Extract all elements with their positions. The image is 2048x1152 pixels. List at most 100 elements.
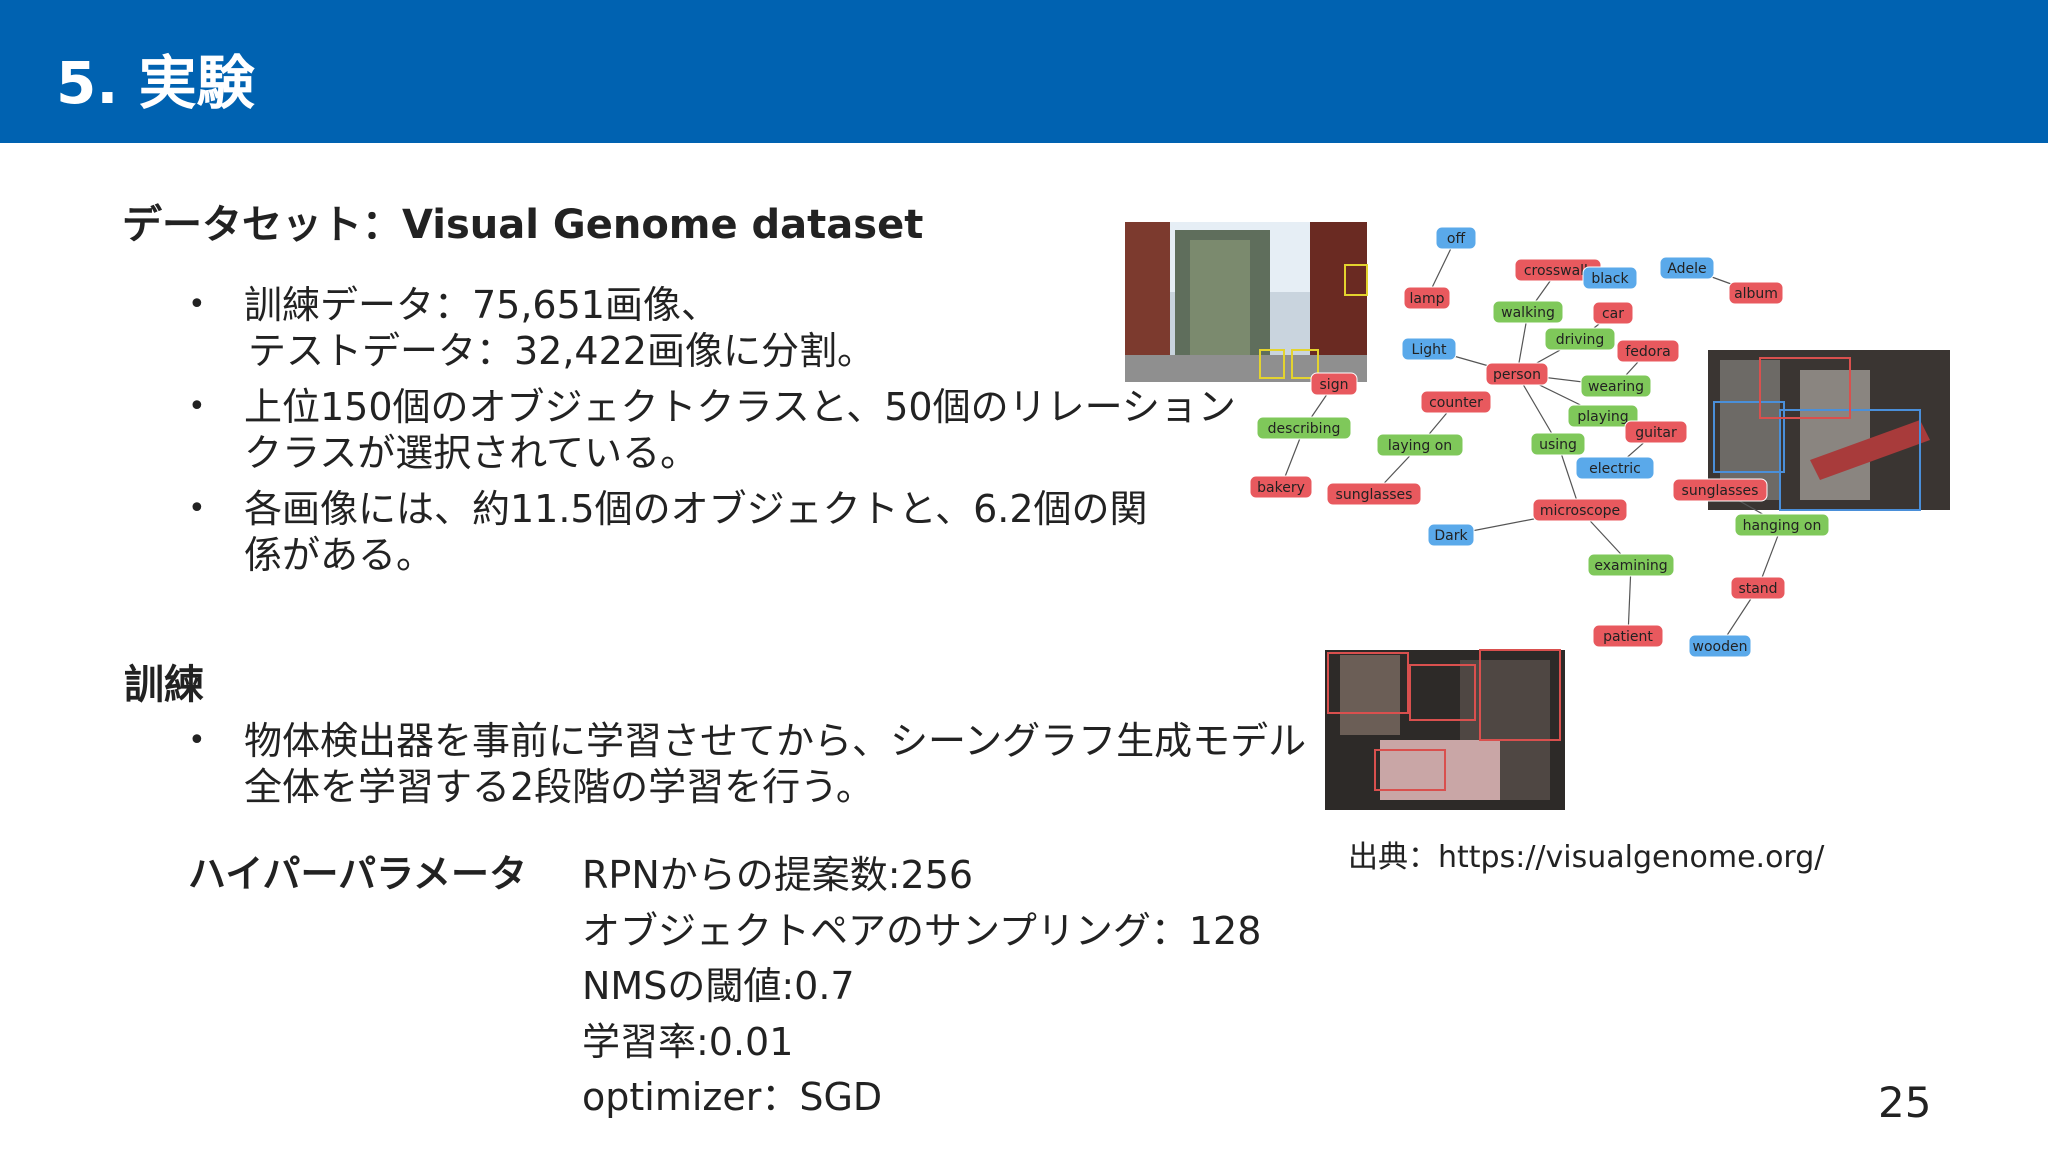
graph-node: lamp <box>1403 286 1451 310</box>
dataset-bullet: 訓練データ：75,651画像、 テストデータ：32,422画像に分割。 <box>188 282 1088 374</box>
dataset-bullet: 各画像には、約11.5個のオブジェクトと、6.2個の関 係がある。 <box>188 486 1148 578</box>
graph-node-label: sunglasses <box>1682 483 1759 499</box>
graph-node-label: Dark <box>1434 528 1468 544</box>
bullet-line: 上位150個のオブジェクトクラスと、50個のリレーション <box>244 385 1236 429</box>
graph-node-label: bakery <box>1257 480 1305 496</box>
graph-node-box <box>1688 634 1752 658</box>
graph-node-box <box>1624 420 1688 444</box>
dataset-bullet-list: 訓練データ：75,651画像、 テストデータ：32,422画像に分割。 上位15… <box>188 282 1236 588</box>
graph-node: examining <box>1587 553 1675 577</box>
graph-node-box <box>1616 339 1680 363</box>
graph-node-box <box>1420 390 1492 414</box>
graph-node-box <box>1592 301 1634 325</box>
graph-node-box <box>1734 513 1830 537</box>
graph-node-label: microscope <box>1540 503 1620 519</box>
graph-node: Adele <box>1659 256 1715 280</box>
graph-node: laying on <box>1376 433 1464 457</box>
bullet-line: 物体検出器を事前に学習させてから、シーングラフ生成モデル <box>244 719 1307 763</box>
hyperparameter-item: RPNからの提案数:256 <box>582 853 974 897</box>
graph-node-box <box>1326 482 1422 506</box>
graph-node: wooden <box>1688 634 1752 658</box>
bullet-line: 訓練データ：75,651画像、 <box>244 283 719 327</box>
graph-node-label: crosswalk <box>1524 263 1593 279</box>
guitarist-photo <box>1708 350 1950 511</box>
graph-node-box <box>1435 226 1477 250</box>
graph-node-box <box>1310 372 1358 396</box>
training-bullet: 物体検出器を事前に学習させてから、シーングラフ生成モデル 全体を学習する2段階の… <box>188 718 1307 810</box>
graph-node-box <box>1659 256 1715 280</box>
figure-caption: 出典：https://visualgenome.org/ <box>1348 840 1825 875</box>
graph-node: Light <box>1401 337 1457 361</box>
graph-node-label: car <box>1602 306 1624 322</box>
graph-node: hanging on <box>1734 513 1830 537</box>
graph-edge <box>1516 373 1559 445</box>
graph-node-label: using <box>1539 437 1577 453</box>
dataset-heading: データセット：Visual Genome dataset <box>122 202 924 248</box>
graph-node-label: fedora <box>1625 344 1670 360</box>
graph-node-label: wearing <box>1588 379 1644 395</box>
bullet-line: 各画像には、約11.5個のオブジェクトと、6.2個の関 <box>244 487 1148 531</box>
graph-node: off <box>1435 226 1477 250</box>
graph-node-label: person <box>1493 367 1541 383</box>
graph-node: sign <box>1310 372 1358 396</box>
graph-node-label: wooden <box>1693 639 1748 655</box>
graph-node-box <box>1587 553 1675 577</box>
graph-node: Dark <box>1427 523 1475 547</box>
graph-node: microscope <box>1532 498 1628 522</box>
graph-node-label: playing <box>1577 409 1628 425</box>
graph-node-label: guitar <box>1635 425 1677 441</box>
graph-node-box <box>1427 523 1475 547</box>
graph-node-box <box>1485 362 1549 386</box>
graph-node-box <box>1567 404 1639 428</box>
graph-node: album <box>1728 281 1784 305</box>
graph-node-label: counter <box>1429 395 1483 411</box>
graph-node: bakery <box>1249 475 1313 499</box>
graph-node-label: examining <box>1594 558 1667 574</box>
graph-node-label: album <box>1734 286 1778 302</box>
hyperparameter-item: 学習率:0.01 <box>582 1019 794 1064</box>
graph-node-label: describing <box>1268 421 1341 437</box>
graph-node-label: black <box>1591 271 1629 287</box>
microscope-photo <box>1325 649 1565 810</box>
graph-node: car <box>1592 301 1634 325</box>
graph-node-box <box>1376 433 1464 457</box>
dataset-bullet: 上位150個のオブジェクトクラスと、50個のリレーション クラスが選択されている… <box>188 384 1236 476</box>
street-photo <box>1125 222 1368 382</box>
graph-node: sunglasses <box>1672 478 1768 502</box>
graph-node-label: patient <box>1603 629 1653 645</box>
bullet-line: 全体を学習する2段階の学習を行う。 <box>244 765 874 809</box>
graph-node: stand <box>1730 576 1786 600</box>
hyperparameter-item: optimizer：SGD <box>582 1075 883 1119</box>
graph-node-box <box>1403 286 1451 310</box>
graph-node: guitar <box>1624 420 1688 444</box>
graph-node-box <box>1544 327 1616 351</box>
graph-node-label: electric <box>1589 461 1641 477</box>
graph-node: person <box>1485 362 1549 386</box>
bullet-line: テストデータ：32,422画像に分割。 <box>248 329 875 373</box>
graph-node-box <box>1672 478 1768 502</box>
graph-node-label: lamp <box>1410 291 1445 307</box>
graph-node: counter <box>1420 390 1492 414</box>
hyperparameter-list: RPNからの提案数:256 オブジェクトペアのサンプリング：128 NMSの閾値… <box>582 848 1261 1126</box>
graph-node-box <box>1592 624 1664 648</box>
graph-node-label: off <box>1447 231 1466 247</box>
graph-node-label: driving <box>1556 332 1604 348</box>
hyperparameter-label: ハイパーパラメータ <box>188 852 527 896</box>
page-number: 25 <box>1878 1078 1932 1127</box>
graph-edge <box>1627 564 1632 637</box>
graph-node-label: walking <box>1501 305 1555 321</box>
training-heading: 訓練 <box>124 662 204 708</box>
graph-node: fedora <box>1616 339 1680 363</box>
graph-node-box <box>1249 475 1313 499</box>
graph-node-label: laying on <box>1388 438 1452 454</box>
graph-node: describing <box>1256 416 1352 440</box>
graph-node: sunglasses <box>1326 482 1422 506</box>
hyperparameter-item: NMSの閾値:0.7 <box>582 964 855 1008</box>
graph-node-label: Light <box>1412 342 1447 358</box>
bullet-line: クラスが選択されている。 <box>244 431 699 475</box>
graph-node-box <box>1580 374 1652 398</box>
graph-node-box <box>1728 281 1784 305</box>
graph-node: electric <box>1575 456 1655 480</box>
